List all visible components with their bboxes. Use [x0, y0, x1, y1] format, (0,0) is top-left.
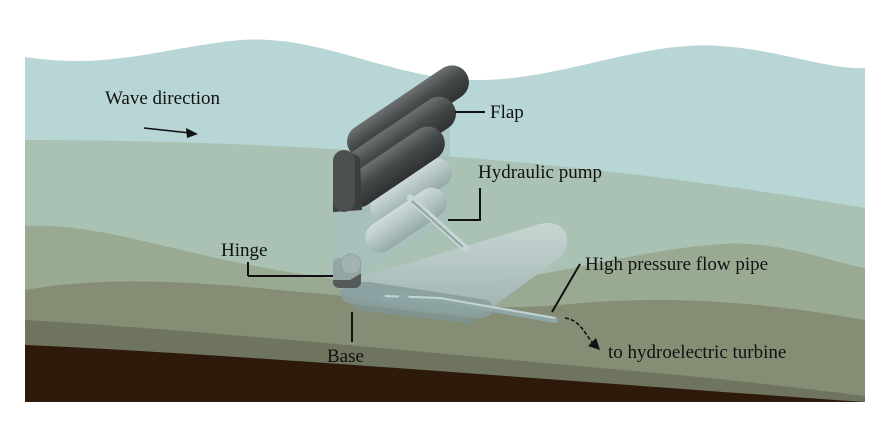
- base-front-edge: [352, 304, 475, 324]
- flap-end-face: [333, 150, 355, 212]
- base-label: Base: [327, 346, 364, 367]
- flap-roller-dark-3: [341, 126, 445, 208]
- flow-pipe-connector: [398, 292, 414, 305]
- flap-label: Flap: [490, 102, 524, 123]
- turbine-arrow: [564, 317, 600, 350]
- bedrock-layer: [25, 345, 865, 402]
- hydraulic-pump-rod-shade: [411, 200, 464, 248]
- flap-roller-light-2: [365, 187, 447, 253]
- hydraulic-pump-label: Hydraulic pump: [478, 162, 602, 183]
- hydraulic-pump-leader: [448, 188, 481, 221]
- high-pressure-flow-pipe-label: High pressure flow pipe: [585, 254, 768, 275]
- flap-roller-light-1: [370, 157, 452, 223]
- pipe-leader: [551, 263, 581, 313]
- leader-lines: [247, 111, 581, 342]
- wave-direction-label: Wave direction: [105, 88, 221, 109]
- wave-direction-arrow: [143, 127, 198, 138]
- hinge-label: Hinge: [221, 240, 267, 261]
- ocean-background: [25, 39, 865, 403]
- flap: [333, 65, 469, 280]
- to-turbine-label: to hydroelectric turbine: [608, 342, 786, 363]
